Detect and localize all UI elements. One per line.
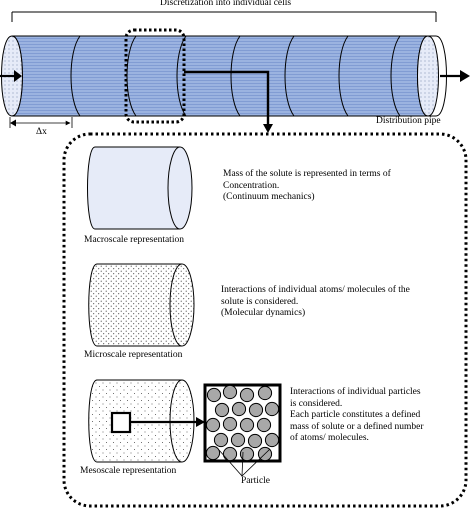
mesoscale-description: Interactions of individual particles is … xyxy=(290,387,424,445)
cell-divider xyxy=(230,35,241,117)
particle-label: Particle xyxy=(241,476,271,486)
distribution-pipe xyxy=(1,35,447,117)
particle xyxy=(257,385,273,401)
particle-pointer-lines xyxy=(218,448,271,477)
particle xyxy=(239,446,255,462)
macroscale-description: Mass of the solute is represented in ter… xyxy=(223,169,391,204)
particle-circles xyxy=(205,384,280,462)
pipe-outlet-cap xyxy=(417,35,439,117)
delta-x-label: Δx xyxy=(36,127,47,137)
particle xyxy=(222,384,238,400)
mesoscale-line: Interactions of individual particles xyxy=(290,387,421,397)
detail-connector-arrow xyxy=(184,70,273,133)
delta-x-marker xyxy=(9,117,73,128)
mesoscale-line: is considered. xyxy=(290,398,343,409)
particle xyxy=(205,417,221,433)
mesoscale-line: mass of solute or a defined number xyxy=(290,421,424,432)
microscale-line: solute is considered. xyxy=(221,296,299,307)
particle xyxy=(256,417,272,433)
cell-divider xyxy=(338,35,349,117)
diagram-title: Discretization into individual cells xyxy=(160,0,292,8)
particle xyxy=(214,402,230,418)
particle xyxy=(247,433,263,449)
particle xyxy=(264,401,280,417)
microscale-line: Interactions of individual atoms/ molecu… xyxy=(221,285,410,295)
particle xyxy=(213,432,229,448)
selected-cell-highlight xyxy=(124,28,186,124)
microscale-cylinder xyxy=(88,263,195,347)
cell-divider xyxy=(70,35,81,117)
particle xyxy=(222,416,238,432)
microscale-line: (Molecular dynamics) xyxy=(221,308,306,318)
particle-box xyxy=(203,383,282,463)
discretization-bracket xyxy=(11,11,437,22)
pipe-label: Distribution pipe xyxy=(376,116,441,126)
particle xyxy=(230,432,246,448)
particle xyxy=(264,432,280,448)
inflow-arrow xyxy=(0,70,22,82)
macroscale-line: (Continuum mechanics) xyxy=(223,192,315,202)
particle xyxy=(206,387,222,403)
mesoscale-line: of atoms/ molecules. xyxy=(290,433,369,443)
mesoscale-caption: Mesoscale representation xyxy=(80,466,177,476)
microscale-caption: Microscale representation xyxy=(84,350,183,360)
meso-zoom-square xyxy=(110,411,132,434)
macroscale-caption: Macroscale representation xyxy=(84,235,184,245)
particle xyxy=(205,445,221,461)
microscale-description: Interactions of individual atoms/ molecu… xyxy=(221,285,410,320)
cell-divider xyxy=(284,35,295,117)
outflow-arrow xyxy=(440,70,470,82)
detail-box xyxy=(62,132,468,508)
particle xyxy=(222,446,238,462)
zoom-arrow xyxy=(130,417,205,427)
particle xyxy=(239,387,255,403)
particle xyxy=(248,402,264,418)
particle xyxy=(239,417,255,433)
macroscale-line: Mass of the solute is represented in ter… xyxy=(223,169,391,179)
particle xyxy=(231,401,247,417)
cell-divider xyxy=(390,35,401,117)
mesoscale-line: Each particle constitutes a defined xyxy=(290,410,421,420)
macroscale-line: Concentration. xyxy=(223,180,280,191)
macroscale-cylinder xyxy=(87,146,193,230)
